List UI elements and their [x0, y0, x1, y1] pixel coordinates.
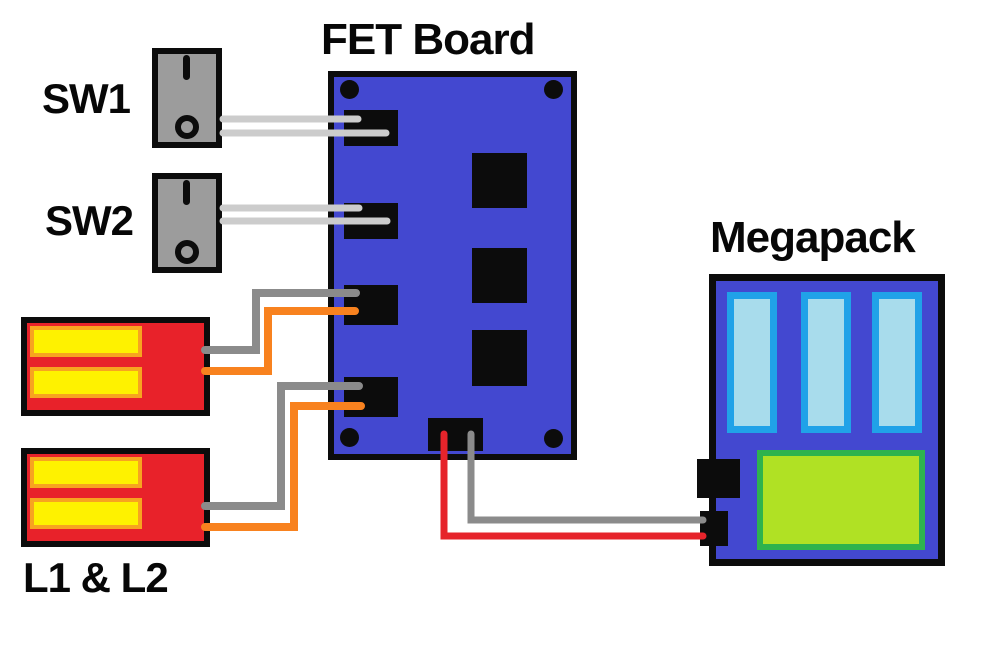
strip-l1-segment-2 [30, 367, 142, 398]
input-connector-4 [344, 377, 398, 417]
input-connector-1 [344, 110, 398, 146]
megapack-green-module [757, 450, 925, 550]
l1-l2-label: L1 & L2 [23, 554, 169, 601]
sw2-label: SW2 [45, 197, 134, 244]
input-connector-3 [344, 285, 398, 325]
battery-cell-3 [872, 292, 922, 433]
megapack-connector-large [697, 459, 740, 498]
megapack-board [709, 274, 945, 566]
fet-board [328, 71, 577, 460]
strip-l1-segment-1 [30, 326, 142, 357]
megapack-connector-small [700, 511, 728, 546]
fet-chip-3 [472, 330, 527, 386]
strip-l2 [21, 448, 210, 547]
battery-cell-1 [727, 292, 777, 433]
switch-on-mark-icon [183, 180, 190, 205]
mounting-hole-top-left [340, 80, 359, 99]
output-connector [428, 418, 483, 451]
mounting-hole-bottom-left [340, 428, 359, 447]
strip-l2-segment-1 [30, 457, 142, 488]
strip-l1 [21, 317, 210, 416]
fet-chip-1 [472, 153, 527, 208]
input-connector-2 [344, 203, 398, 239]
fet-chip-2 [472, 248, 527, 303]
switch-on-mark-icon [183, 55, 190, 80]
fet-board-title: FET Board [321, 15, 535, 64]
switch-off-mark-icon [175, 240, 199, 264]
switch-sw1 [152, 48, 222, 148]
strip-l2-segment-2 [30, 498, 142, 529]
mounting-hole-top-right [544, 80, 563, 99]
sw1-label: SW1 [42, 75, 131, 122]
switch-sw2 [152, 173, 222, 273]
mounting-hole-bottom-right [544, 429, 563, 448]
battery-cell-2 [801, 292, 851, 433]
switch-off-mark-icon [175, 115, 199, 139]
megapack-title: Megapack [710, 213, 916, 262]
